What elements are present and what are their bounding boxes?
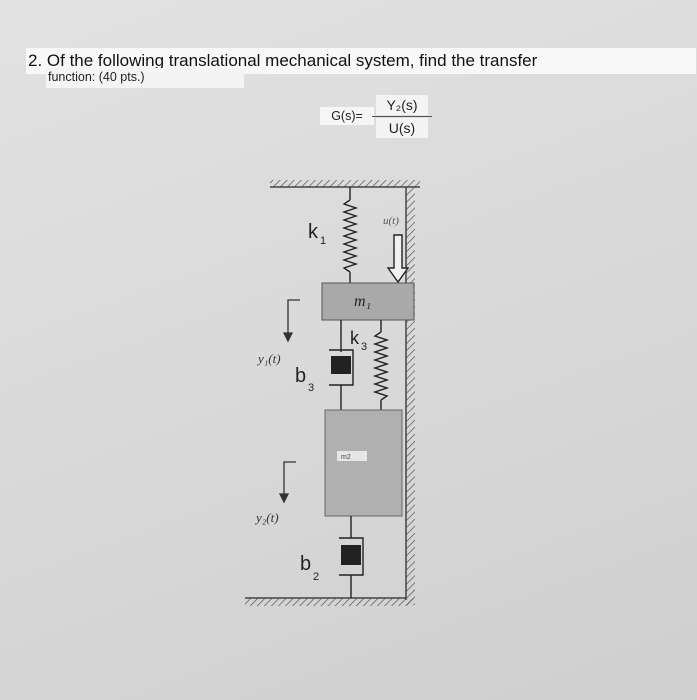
mass-m2 xyxy=(324,409,403,517)
label-k1: k xyxy=(308,221,319,243)
spring-k1 xyxy=(341,187,359,283)
label-u: u(t) xyxy=(383,215,399,227)
top-ground xyxy=(270,180,420,188)
label-y1: y₁(t) xyxy=(256,351,281,366)
mass-m2-label-box xyxy=(337,451,367,461)
question-text-line2: function: (40 pts.) xyxy=(46,68,244,88)
label-m2: m2 xyxy=(341,454,351,461)
label-b3: b xyxy=(295,365,306,387)
label-k3: k xyxy=(350,328,360,348)
force-arrow-u xyxy=(386,234,410,284)
label-k3-sub: 3 xyxy=(361,341,367,353)
label-k1-sub: 1 xyxy=(320,235,326,247)
label-b2-sub: 2 xyxy=(313,571,319,583)
label-b3-sub: 3 xyxy=(308,382,314,394)
displacement-arrow-y1 xyxy=(282,299,300,343)
right-wall xyxy=(405,187,415,605)
damper-b3 xyxy=(329,320,354,410)
transfer-function-lhs: G(s)= xyxy=(320,107,374,125)
displacement-arrow-y2 xyxy=(278,461,296,504)
mass-m1 xyxy=(321,282,415,321)
transfer-function-denominator: U(s) xyxy=(376,118,428,138)
damper-b2 xyxy=(339,516,364,598)
transfer-function-numerator: Y₂(s) xyxy=(376,95,428,115)
label-y2: y₂(t) xyxy=(254,510,279,525)
bottom-ground xyxy=(245,597,413,606)
fraction-bar xyxy=(372,116,432,117)
label-m1: m₁ xyxy=(354,293,371,310)
label-b2: b xyxy=(300,553,311,575)
spring-k3 xyxy=(372,320,390,410)
